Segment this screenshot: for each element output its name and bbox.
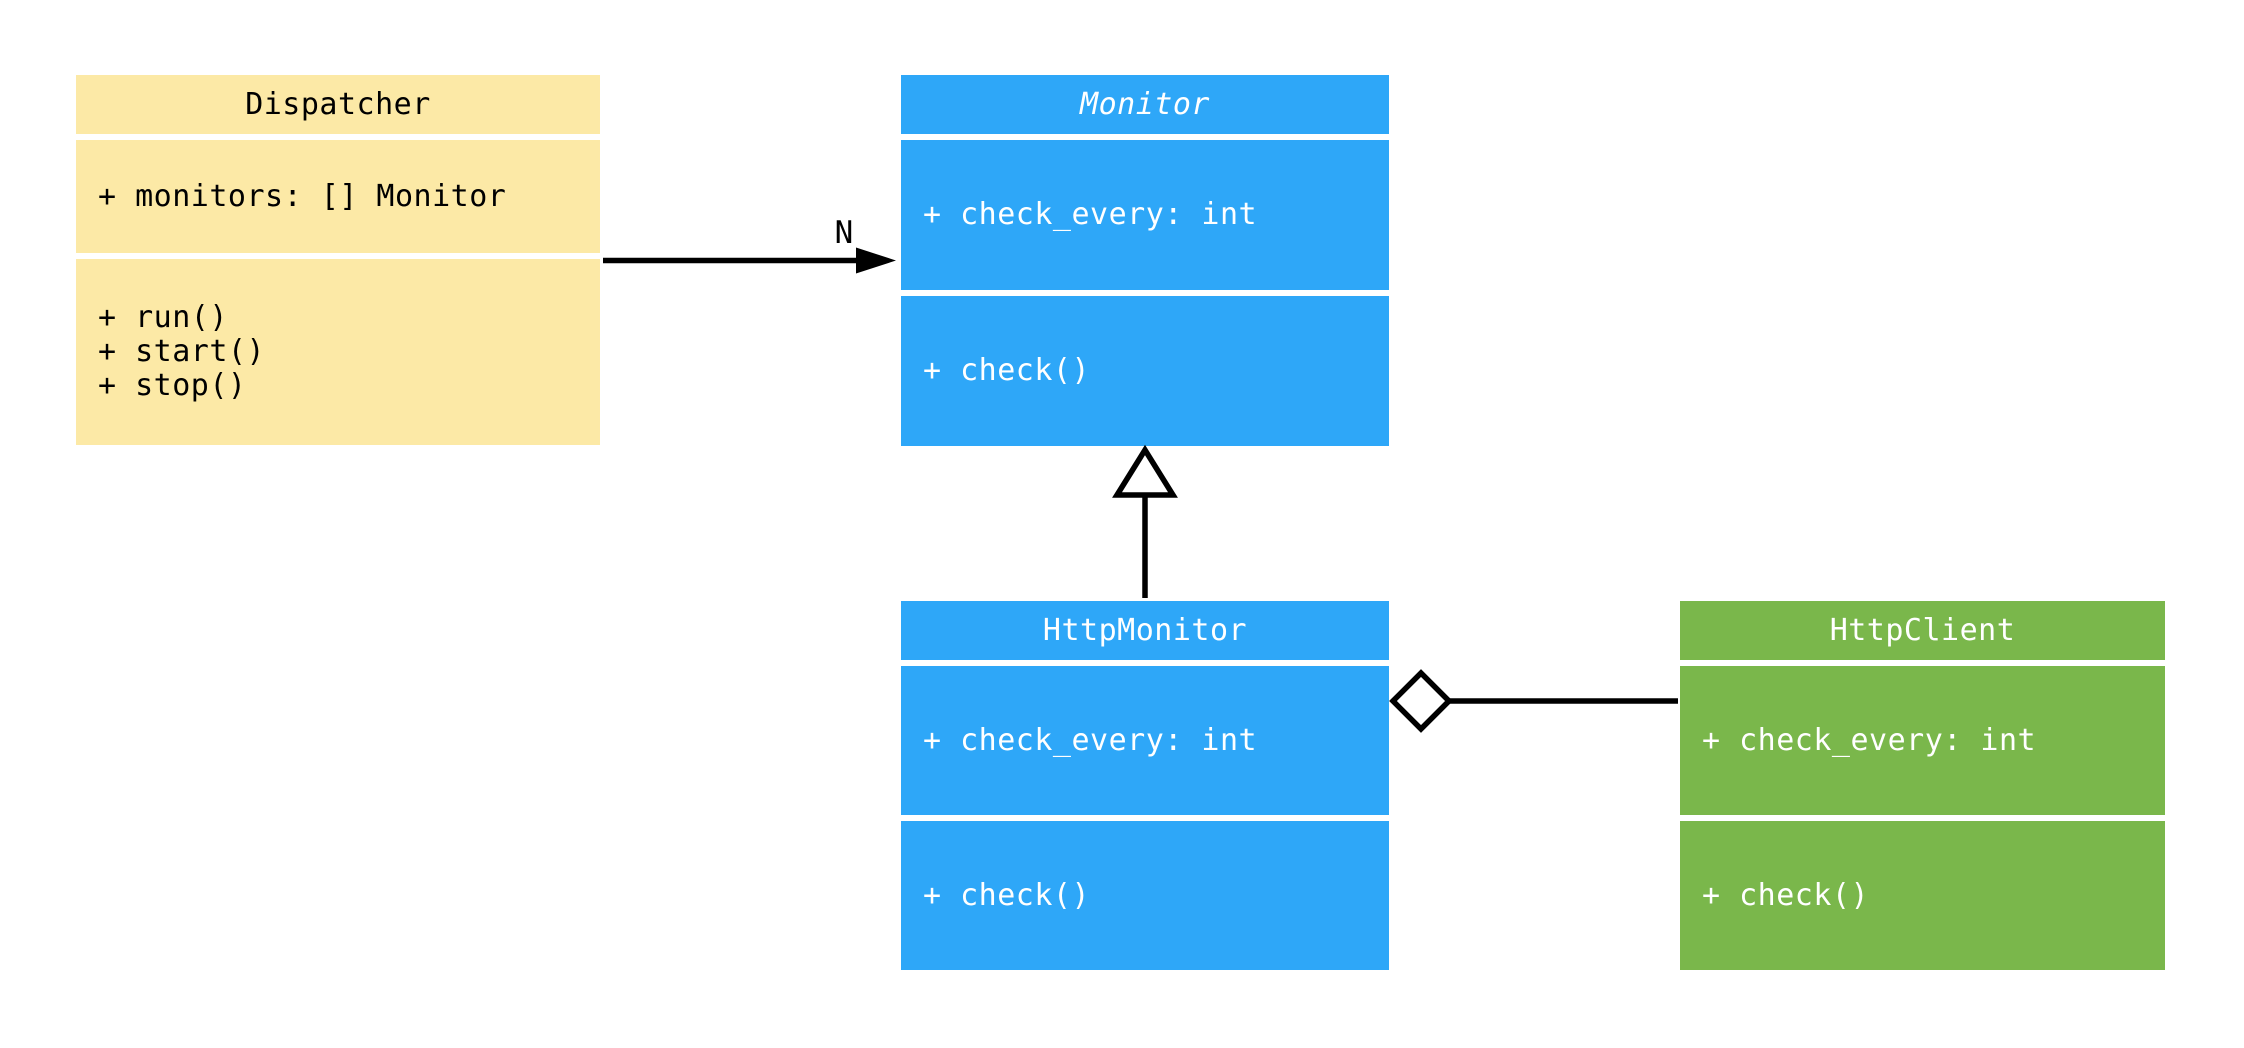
- methods-compartment-dispatcher: + run() + start() + stop(): [76, 259, 600, 445]
- class-node-dispatcher: Dispatcher + monitors: [] Monitor + run(…: [76, 75, 600, 445]
- class-title-httpmonitor: HttpMonitor: [901, 601, 1389, 660]
- attributes-compartment-httpmonitor: + check_every: int: [901, 666, 1389, 815]
- class-node-httpmonitor: HttpMonitor + check_every: int + check(): [901, 601, 1389, 970]
- class-method: + run(): [98, 300, 228, 335]
- association-arrowhead-icon: [856, 247, 896, 274]
- methods-compartment-httpclient: + check(): [1680, 821, 2165, 970]
- class-node-httpclient: HttpClient + check_every: int + check(): [1680, 601, 2165, 970]
- inheritance-triangle-icon: [1112, 444, 1178, 498]
- class-attribute: + check_every: int: [923, 197, 1258, 232]
- aggregation-diamond-icon: [1389, 669, 1453, 733]
- class-title-httpclient: HttpClient: [1680, 601, 2165, 660]
- class-title-dispatcher: Dispatcher: [76, 75, 600, 134]
- class-attribute: + monitors: [] Monitor: [98, 178, 507, 214]
- class-method: + check(): [1702, 877, 1870, 913]
- aggregation-httpmonitor-to-httpclient: [1389, 669, 1678, 733]
- inheritance-httpmonitor-to-monitor: [1112, 444, 1178, 598]
- class-title-monitor: Monitor: [901, 75, 1389, 134]
- attributes-compartment-monitor: + check_every: int: [901, 140, 1389, 290]
- association-dispatcher-to-monitor: N: [603, 215, 896, 274]
- class-method: + check(): [923, 877, 1091, 913]
- class-method: + check(): [923, 353, 1091, 388]
- methods-compartment-monitor: + check(): [901, 296, 1389, 446]
- methods-compartment-httpmonitor: + check(): [901, 821, 1389, 970]
- class-method: + start(): [98, 334, 266, 369]
- association-multiplicity-label: N: [835, 215, 854, 251]
- class-attribute: + check_every: int: [923, 722, 1258, 758]
- class-attribute: + check_every: int: [1702, 722, 2037, 758]
- attributes-compartment-httpclient: + check_every: int: [1680, 666, 2165, 815]
- class-node-monitor: Monitor + check_every: int + check(): [901, 75, 1389, 446]
- class-method: + stop(): [98, 368, 247, 403]
- attributes-compartment-dispatcher: + monitors: [] Monitor: [76, 140, 600, 253]
